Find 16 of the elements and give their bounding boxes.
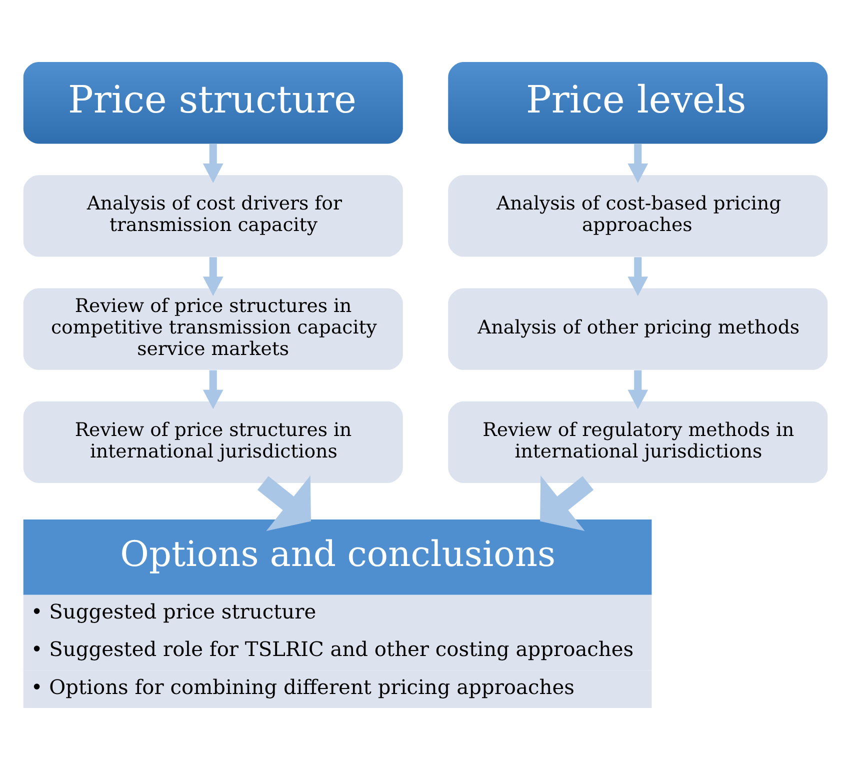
arrow — [202, 144, 224, 183]
node-box: Price levels — [448, 62, 828, 144]
arrow — [257, 476, 311, 531]
arrow — [202, 370, 224, 410]
arrow — [628, 144, 648, 183]
node-box: Analysis of cost-based pricing approaches — [448, 175, 828, 257]
arrow — [628, 370, 648, 410]
node-box: Analysis of other pricing methods — [448, 288, 828, 370]
node-box: Analysis of cost drivers for transmission capacity — [23, 175, 403, 257]
arrow — [540, 476, 594, 531]
arrow — [202, 257, 224, 296]
node-box: Review of price structures in competitive transmission capacity service markets — [23, 288, 403, 370]
arrow — [628, 257, 648, 296]
node-box: Review of price structures in international jurisdictions — [23, 401, 403, 483]
node-box: Price structure — [23, 62, 403, 144]
node-box: Review of regulatory methods in international jurisdictions — [448, 401, 828, 483]
